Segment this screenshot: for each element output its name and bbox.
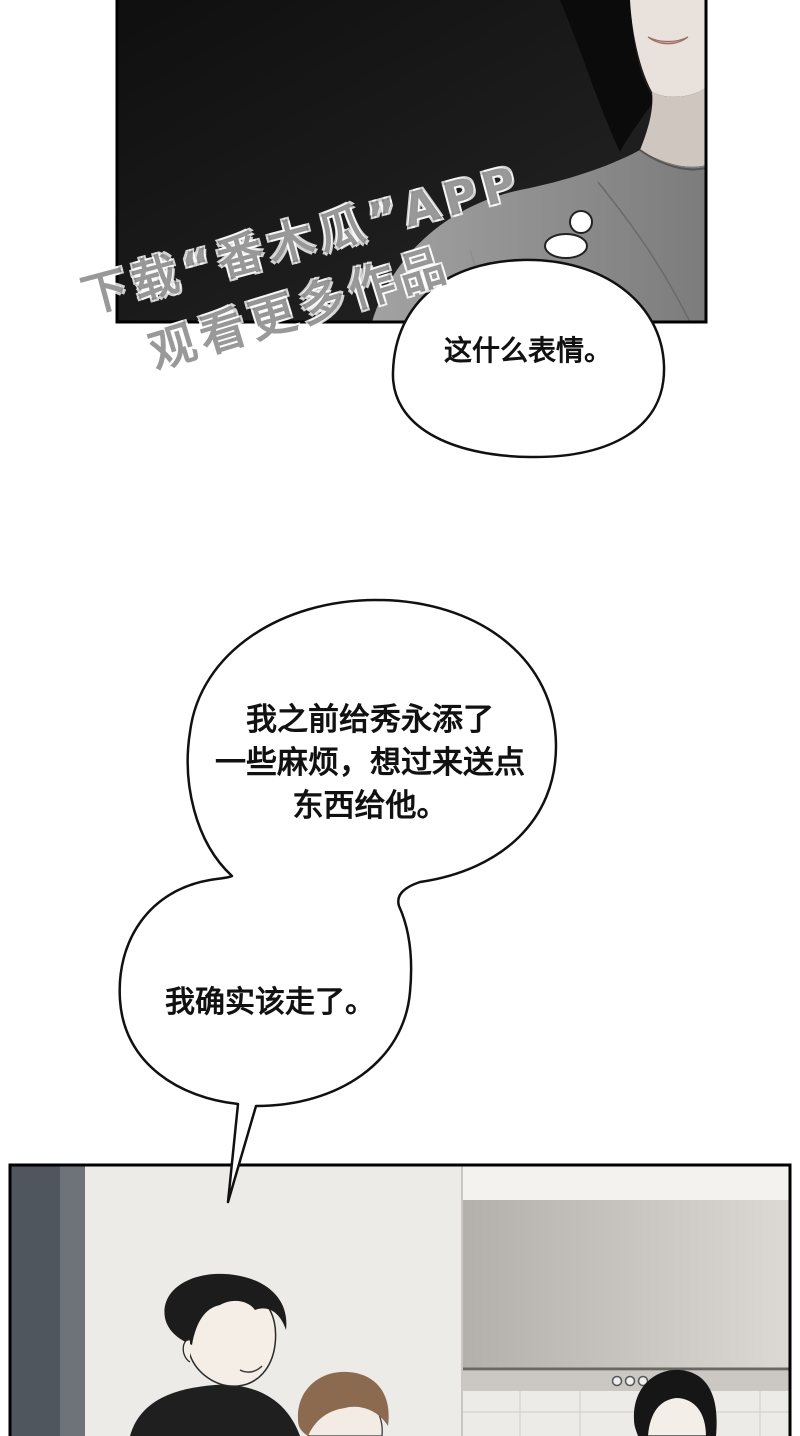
hood-knob (611, 1375, 623, 1387)
man-smile (239, 1365, 263, 1373)
woman-hair (633, 1369, 717, 1436)
range-hood (463, 1200, 790, 1368)
man-ear (182, 1339, 191, 1363)
shirt-collar-line (639, 149, 706, 171)
kitchen-upper-wall (463, 1165, 790, 1200)
speech-text-top: 这什么表情。 (443, 334, 612, 367)
character-mouth (647, 36, 689, 45)
character-hair (560, 0, 655, 152)
brown-haired-person-hair (297, 1371, 389, 1436)
shirt-fold-line (597, 181, 691, 322)
speech-bubble-top (391, 210, 666, 459)
speech-bubble-top-shape (391, 258, 666, 459)
speech-text-line: 我之前给秀永添了 (246, 702, 494, 738)
speech-bubble-double (118, 598, 558, 1204)
speech-bubble-double-shape (118, 598, 558, 1204)
door-frame-light (60, 1165, 85, 1436)
thought-puff-medium (544, 233, 588, 259)
man-body (130, 1384, 300, 1436)
hood-knob (637, 1375, 649, 1387)
speech-text-line: 一些麻烦，想过来送点 (215, 745, 525, 781)
character-neck (640, 88, 706, 167)
man-hair (164, 1273, 287, 1345)
door-frame-dark (10, 1165, 60, 1436)
bottom-panel (10, 1165, 790, 1436)
bottom-panel-border (8, 1163, 792, 1436)
hood-knob (624, 1375, 636, 1387)
thought-puff-small (569, 210, 593, 234)
speech-text-line: 东西给他。 (292, 788, 448, 824)
speech-text-middle: 我之前给秀永添了 一些麻烦，想过来送点 东西给他。 (180, 699, 560, 828)
character-face (630, 0, 706, 97)
speech-text-bottom: 我确实该走了。 (165, 985, 375, 1020)
